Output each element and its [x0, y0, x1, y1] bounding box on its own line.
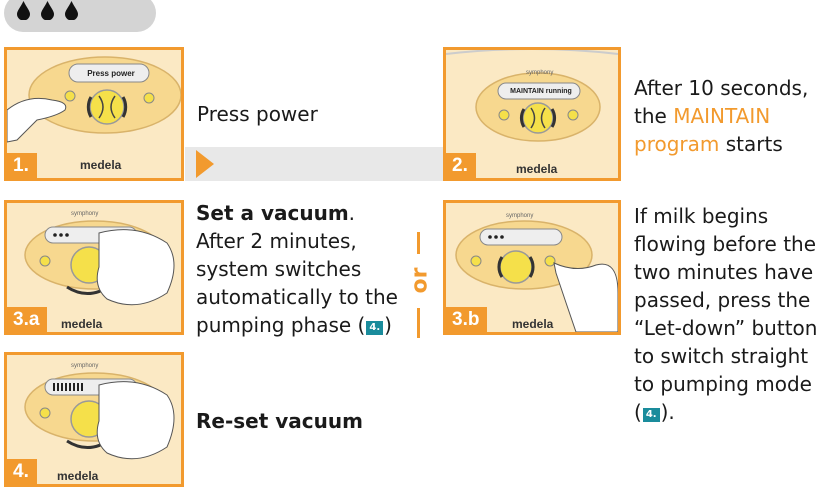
brand-label: medela: [61, 317, 103, 331]
step-4-panel: symphony medela 4.: [4, 352, 184, 487]
model-label: symphony: [506, 213, 534, 219]
step-3b-panel: symphony medela 3.b: [443, 200, 621, 335]
brand-label: medela: [516, 162, 558, 176]
step-2-caption: After 10 seconds, the MAINTAIN program s…: [634, 76, 809, 156]
step-4-caption: Re-set vacuum: [196, 409, 363, 433]
step-3b-caption: If milk begins flowing before the two mi…: [634, 204, 818, 424]
drop-icon: [65, 1, 78, 20]
step-ref-badge: 4.: [366, 321, 384, 335]
step-3a-panel: symphony medela 3.a: [4, 200, 184, 335]
or-divider-top: [417, 232, 420, 254]
step-number: 4.: [7, 459, 37, 484]
step-1-caption: Press power: [197, 102, 318, 126]
pump-illustration: [7, 355, 181, 484]
brand-label: medela: [57, 469, 99, 483]
step-ref-badge: 4.: [642, 408, 660, 422]
model-label: symphony: [71, 363, 99, 369]
drop-icon: [41, 1, 54, 20]
step-number: 3.b: [446, 307, 488, 332]
pump-illustration: [7, 50, 181, 178]
step-2-panel: symphony MAINTAIN running medela 2.: [443, 47, 621, 181]
step-number: 1.: [7, 153, 37, 178]
arrow-right-icon: [196, 150, 214, 178]
progress-bar: [185, 147, 443, 181]
or-divider-bottom: [417, 308, 420, 338]
brand-label: medela: [80, 158, 122, 172]
device-display-text: Press power: [87, 69, 135, 78]
or-label: or: [407, 267, 433, 294]
model-label: symphony: [526, 70, 554, 76]
drop-level-indicator: [4, 0, 156, 32]
step-number: 3.a: [7, 307, 48, 332]
step-3a-caption: Set a vacuum. After 2 minutes, system sw…: [196, 201, 398, 337]
step-1-panel: medela Press power 1.: [4, 47, 184, 181]
device-display-text: MAINTAIN running: [510, 88, 572, 95]
model-label: symphony: [71, 211, 99, 217]
step-number: 2.: [446, 153, 476, 178]
brand-label: medela: [512, 317, 554, 331]
drop-icon: [17, 1, 30, 20]
